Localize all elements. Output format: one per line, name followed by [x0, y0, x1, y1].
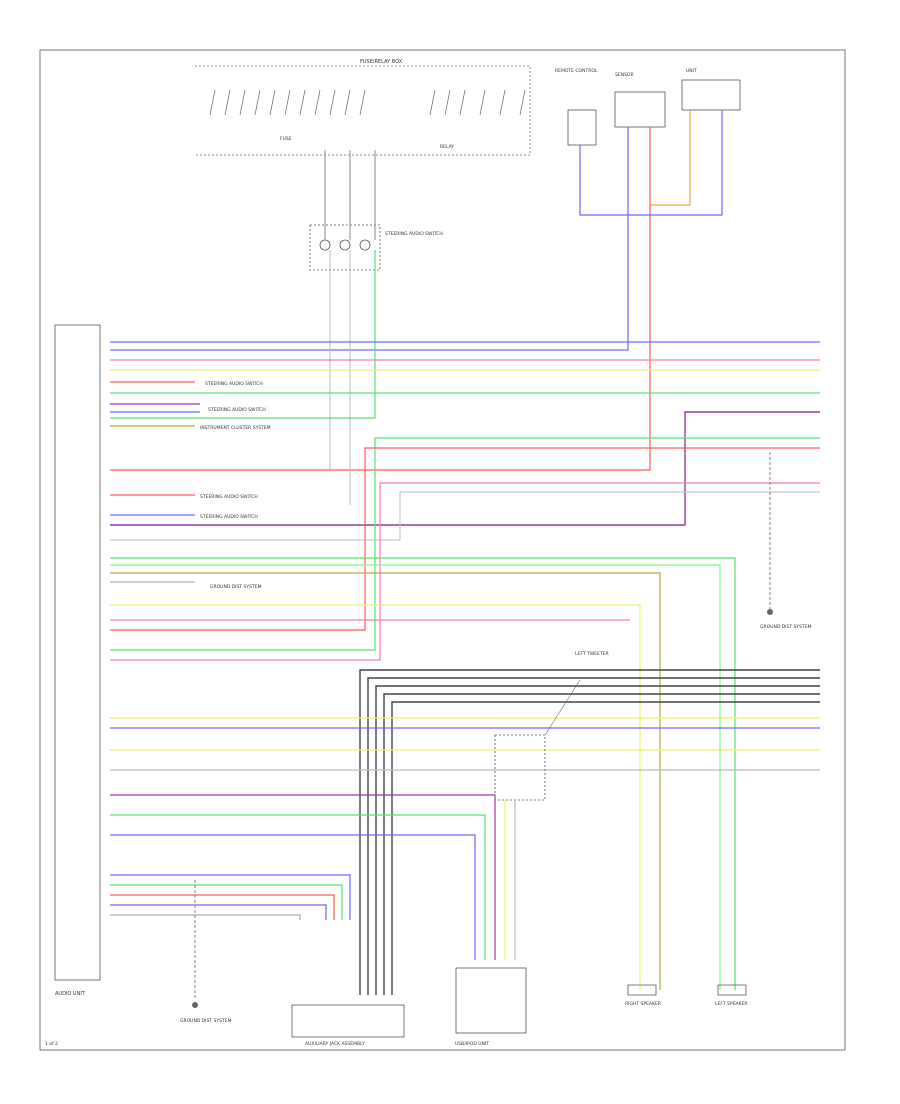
- fuse-group-right: RELAY: [440, 144, 454, 150]
- steering-ref-1: STEERING AUDIO SWITCH: [205, 381, 263, 387]
- audio-unit-label: AUDIO UNIT: [55, 991, 86, 997]
- wire-mod-a: [579, 145, 628, 216]
- wire-red-loop: [110, 447, 820, 631]
- steering-ref-3: STEERING AUDIO SWITCH: [200, 494, 258, 500]
- wire-orange: [650, 110, 691, 206]
- module-b: [614, 91, 666, 128]
- ground-label-left: GROUND DIST SYSTEM: [180, 1018, 232, 1024]
- steering-connector: [309, 224, 381, 271]
- wire-aux-red: [110, 894, 335, 920]
- module-a-label: REMOTE CONTROL: [555, 68, 598, 74]
- wire-green-long: [110, 557, 736, 990]
- connector-pin-3: [359, 239, 371, 251]
- wire-yellow-long: [110, 604, 641, 990]
- module-c: [681, 79, 741, 111]
- right-speaker-label: RIGHT SPEAKER: [625, 1001, 661, 1007]
- connector-pin-2: [339, 239, 351, 251]
- ground-label-right: GROUND DIST SYSTEM: [760, 624, 812, 630]
- wire-aux-green: [110, 884, 343, 920]
- wire-lgreen-long: [110, 564, 721, 990]
- audio-unit-box: [54, 324, 101, 981]
- steering-switch-label: STEERING AUDIO SWITCH: [385, 231, 443, 237]
- ground-point-left: [192, 1002, 198, 1008]
- connector-pin-1: [319, 239, 331, 251]
- usb-unit-box: [455, 967, 527, 1034]
- wire-grey-loop: [110, 491, 820, 541]
- module-c-label: UNIT: [686, 68, 697, 74]
- steering-ref-4: STEERING AUDIO SWITCH: [200, 514, 258, 520]
- tweeter-box: [494, 734, 546, 801]
- steering-ref-2: STEERING AUDIO SWITCH: [208, 407, 266, 413]
- fuse-block-label: FUSE/RELAY BOX: [360, 59, 403, 65]
- wire-green-loop: [110, 437, 820, 651]
- wire-purple-loop: [110, 411, 820, 526]
- wire-red-1: [110, 127, 651, 471]
- outer-frame: [39, 49, 846, 1051]
- fuse-elements: [209, 89, 526, 116]
- wire-purple-down: [110, 794, 496, 960]
- wire-aux-blue: [110, 874, 351, 920]
- right-speaker-icon: [627, 984, 657, 996]
- wire-steer-down-3: [110, 250, 376, 419]
- fuse-block-border: [195, 65, 531, 156]
- wire-olive-long: [110, 572, 661, 990]
- wire-aux-blue-2: [110, 904, 327, 920]
- ground-point-right: [767, 609, 773, 615]
- module-b-label: SENSOR: [615, 72, 634, 78]
- wire-blue-down: [110, 834, 476, 960]
- fuse-group-left: FUSE: [280, 136, 292, 142]
- tweeter-label: LEFT TWEETER: [575, 651, 609, 657]
- aux-jack-label: AUXILIARY JACK ASSEMBLY: [305, 1041, 365, 1047]
- left-speaker-icon: [717, 984, 747, 996]
- instrument-ref: INSTRUMENT CLUSTER SYSTEM: [200, 425, 271, 431]
- aux-jack-box: [291, 1004, 405, 1038]
- left-speaker-label: LEFT SPEAKER: [715, 1001, 747, 1007]
- ground-ref-mid: GROUND DIST SYSTEM: [210, 584, 262, 590]
- tweeter-leader: [544, 679, 581, 736]
- wire-pink-loop: [110, 482, 820, 661]
- module-a: [567, 109, 597, 146]
- wire-blue-top: [110, 127, 629, 351]
- wire-aux-grey: [110, 914, 301, 920]
- usb-unit-label: USB/IPOD UNIT: [455, 1041, 489, 1047]
- wire-green-down: [110, 814, 486, 960]
- dark-bus: [359, 669, 820, 995]
- page-number: 1 of 2: [45, 1041, 58, 1047]
- wire-mod-c: [628, 110, 723, 216]
